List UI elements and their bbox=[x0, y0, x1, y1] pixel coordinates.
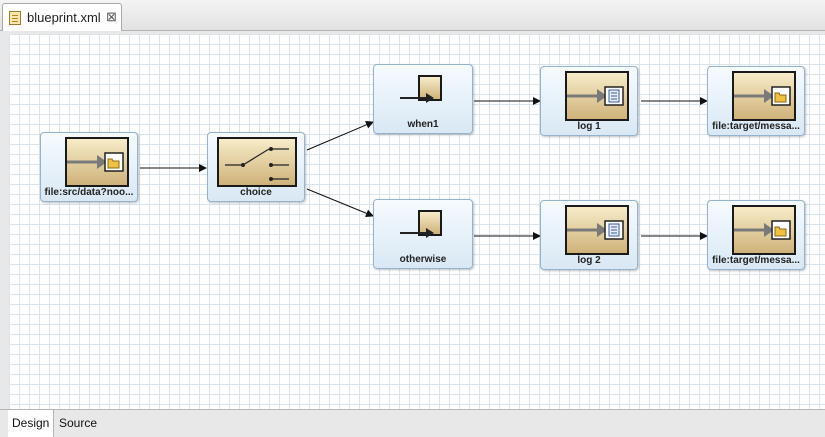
log-icon bbox=[553, 205, 629, 255]
node-file-from[interactable]: file:src/data?noo... bbox=[40, 132, 138, 202]
file-endpoint-icon bbox=[720, 205, 796, 255]
bottom-tab-bar: Design Source bbox=[0, 409, 825, 437]
node-label: file:src/data?noo... bbox=[44, 187, 134, 198]
file-endpoint-icon bbox=[720, 71, 796, 121]
node-log1[interactable]: log 1 bbox=[540, 66, 638, 136]
node-label: choice bbox=[240, 187, 272, 198]
node-label: when1 bbox=[407, 119, 439, 130]
file-endpoint-icon bbox=[53, 137, 129, 187]
node-when1[interactable]: when1 bbox=[373, 64, 473, 134]
node-label: otherwise bbox=[399, 254, 447, 265]
close-icon[interactable]: ⊠ bbox=[106, 9, 117, 24]
node-label: file:target/messa... bbox=[712, 121, 800, 132]
connection-choice-otherwise bbox=[306, 188, 374, 218]
node-label: log 1 bbox=[577, 121, 601, 132]
node-file-to-2[interactable]: file:target/messa... bbox=[707, 200, 805, 270]
node-choice[interactable]: choice bbox=[207, 132, 305, 202]
log-icon bbox=[553, 71, 629, 121]
editor-tab-title: blueprint.xml bbox=[27, 10, 101, 25]
xml-file-icon bbox=[9, 11, 21, 25]
tab-design[interactable]: Design bbox=[8, 410, 55, 437]
editor-tab-bar: blueprint.xml ⊠ bbox=[0, 0, 825, 31]
choice-switch-icon bbox=[217, 137, 297, 187]
node-label: log 2 bbox=[577, 255, 601, 266]
connection-choice-when1 bbox=[306, 121, 374, 151]
diagram-canvas[interactable]: file:src/data?noo... choice when1 bbox=[9, 34, 825, 409]
editor-tab-blueprint[interactable]: blueprint.xml ⊠ bbox=[2, 3, 122, 31]
node-label: file:target/messa... bbox=[712, 255, 800, 266]
node-file-to-1[interactable]: file:target/messa... bbox=[707, 66, 805, 136]
node-log2[interactable]: log 2 bbox=[540, 200, 638, 270]
node-otherwise[interactable]: otherwise bbox=[373, 199, 473, 269]
tab-source[interactable]: Source bbox=[59, 416, 98, 430]
connection-lines bbox=[140, 97, 708, 240]
